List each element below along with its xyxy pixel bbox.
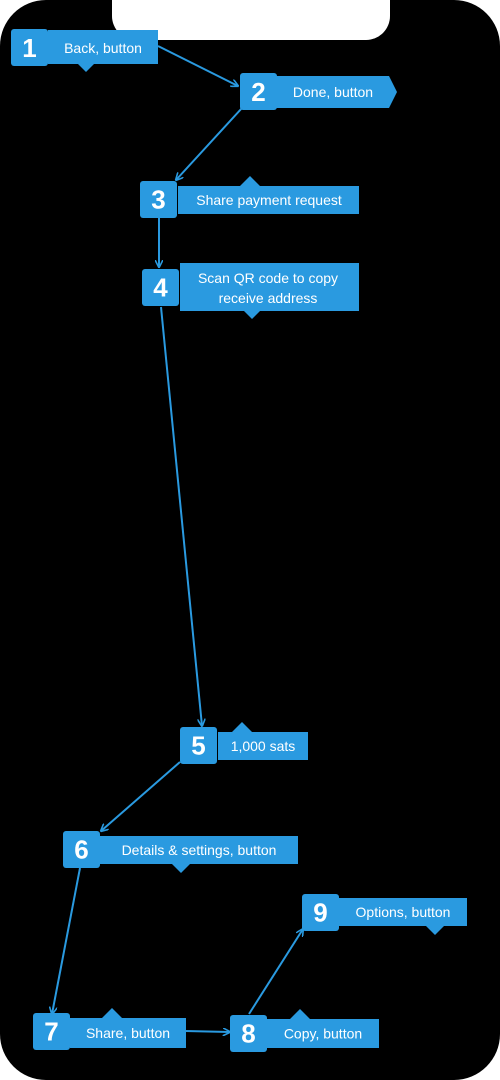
step-7-number: 7 [44, 1017, 58, 1047]
step-3: Share payment request 3 [140, 176, 359, 218]
connector-4-5 [160, 306, 202, 726]
connector-2-3 [176, 107, 243, 180]
phone-notch [112, 0, 390, 40]
step-3-label-box [178, 176, 359, 214]
step-1-label-box [48, 30, 158, 72]
step-6-number: 6 [74, 835, 88, 865]
step-8-number-badge [230, 1015, 267, 1052]
step-8-label-box [267, 1009, 379, 1048]
step-5: 1,000 sats 5 [180, 722, 308, 764]
step-9-number-badge [302, 894, 339, 931]
connector-5-6 [101, 761, 181, 831]
step-1: Back, button 1 [11, 29, 158, 72]
step-7-number-badge [33, 1013, 70, 1050]
step-7-label: Share, button [86, 1025, 170, 1041]
step-4: Scan QR code to copy receive address 4 [142, 263, 359, 319]
step-7-label-box [70, 1008, 186, 1048]
step-4-label-line2: receive address [219, 290, 318, 306]
connectors [52, 45, 303, 1032]
step-4-number: 4 [153, 273, 168, 303]
step-9: Options, button 9 [302, 894, 467, 935]
step-2-label-box [276, 76, 397, 108]
step-6-number-badge [63, 831, 100, 868]
step-6-label-box [100, 836, 298, 873]
step-8-label: Copy, button [284, 1026, 362, 1042]
step-9-label-box [339, 898, 467, 935]
step-9-label: Options, button [356, 904, 451, 920]
step-4-number-badge [142, 269, 179, 306]
step-5-label-box [218, 722, 308, 760]
step-3-number: 3 [151, 185, 165, 215]
step-2-label: Done, button [293, 84, 373, 100]
step-4-label-box [180, 263, 359, 319]
step-8-number: 8 [241, 1019, 255, 1049]
connector-6-7 [52, 867, 81, 1014]
step-5-number-badge [180, 727, 217, 764]
step-2: Done, button 2 [240, 73, 397, 110]
step-3-label: Share payment request [196, 192, 342, 208]
step-5-number: 5 [191, 731, 205, 761]
step-4-label-line1: Scan QR code to copy [198, 270, 338, 286]
step-1-label: Back, button [64, 40, 142, 56]
step-7: Share, button 7 [33, 1008, 186, 1050]
step-3-number-badge [140, 181, 177, 218]
connector-8-9 [248, 929, 303, 1015]
step-6-label: Details & settings, button [122, 842, 277, 858]
step-1-number: 1 [22, 33, 36, 63]
step-8: Copy, button 8 [230, 1009, 379, 1052]
step-6: Details & settings, button 6 [63, 831, 298, 873]
step-5-label: 1,000 sats [231, 738, 296, 754]
step-2-number: 2 [251, 77, 265, 107]
step-9-number: 9 [313, 898, 327, 928]
step-1-number-badge [11, 29, 48, 66]
step-2-number-badge [240, 73, 277, 110]
connector-1-2 [157, 45, 238, 86]
connector-7-8 [184, 1031, 230, 1032]
